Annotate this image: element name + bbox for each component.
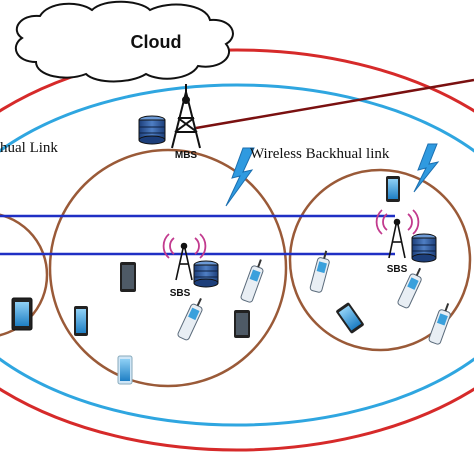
phone-icon [120,262,136,292]
handset-icon [428,303,451,345]
small-cell-center [48,148,288,388]
phone-icon [234,310,250,338]
cloud-label: Cloud [131,32,182,52]
macro-base-station: MBS [138,84,201,161]
phone-icon [74,306,88,336]
small-base-station-right: SBS [375,209,437,275]
sbs-server-icon [193,260,219,288]
sbs-label: SBS [170,288,191,299]
wireless-backhaul-label: Wireless Backhual link [250,146,390,162]
phone-icon [117,355,133,385]
tablet-icon [11,297,33,331]
backhaul-left-label: hual Link [0,140,58,156]
sbs-tower-icon [388,218,406,259]
small-base-station-center: SBS [162,233,219,299]
small-cell-right [288,168,472,352]
outer-blue-ring [0,83,474,427]
handset-icon [240,259,264,303]
mbs-wired-link [195,78,474,130]
sbs-server-icon [411,233,437,263]
small-cell-left [0,213,49,337]
antenna-waves-icon [162,233,207,259]
lightning-icon [413,143,440,193]
mbs-label: MBS [175,150,198,161]
mbs-server-icon [138,115,166,145]
sbs-tower-icon [175,242,193,281]
antenna-waves-icon [375,209,420,235]
phone-icon [336,302,364,334]
cloud: Cloud [14,0,234,83]
handset-icon [397,267,422,309]
outer-red-ring [0,48,474,452]
mbs-tower-icon [171,84,201,149]
handset-icon [177,298,203,341]
lightning-icon [225,147,255,207]
phone-icon [386,176,400,202]
handset-icon [309,250,330,293]
sbs-label: SBS [387,264,408,275]
